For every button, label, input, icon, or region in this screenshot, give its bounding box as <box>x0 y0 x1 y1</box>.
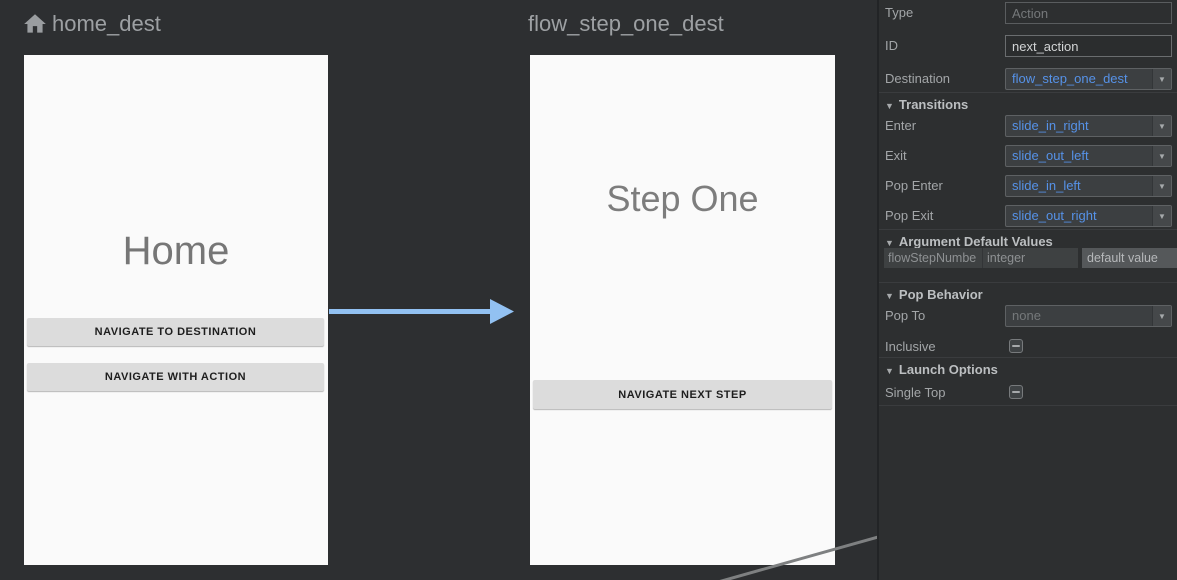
preview-heading: Step One <box>606 178 759 219</box>
pop-to-value: none <box>1012 308 1041 323</box>
collapse-triangle-icon: ▼ <box>885 291 894 301</box>
collapse-triangle-icon: ▼ <box>885 366 894 376</box>
section-header-argument-defaults[interactable]: ▼ Argument Default Values <box>879 229 1177 249</box>
section-title: Argument Default Values <box>898 234 1053 249</box>
pop-enter-label: Pop Enter <box>885 178 943 193</box>
pop-exit-dropdown[interactable]: slide_out_right ▼ <box>1005 205 1172 227</box>
chevron-down-icon: ▼ <box>1152 306 1171 326</box>
pop-enter-row: Pop Enter slide_in_left ▼ <box>879 175 1177 197</box>
preview-button-navigate-with-action: NAVIGATE WITH ACTION <box>27 363 324 391</box>
pop-to-label: Pop To <box>885 308 926 323</box>
preview-button-navigate-next-step: NAVIGATE NEXT STEP <box>533 380 832 409</box>
chevron-down-icon: ▼ <box>1152 146 1171 166</box>
action-arrow-head-icon[interactable] <box>490 299 514 324</box>
exit-label: Exit <box>885 148 907 163</box>
inclusive-checkbox[interactable] <box>1009 339 1023 353</box>
chevron-down-icon: ▼ <box>1152 69 1171 89</box>
pop-to-row: Pop To none ▼ <box>879 305 1177 327</box>
destination-title: home_dest <box>52 11 161 36</box>
inspector-panel: Type ID Destination flow_step_one_dest ▼… <box>877 0 1177 580</box>
collapse-triangle-icon: ▼ <box>885 101 894 111</box>
chevron-down-icon: ▼ <box>1152 176 1171 196</box>
section-title: Transitions <box>898 97 969 112</box>
destination-preview-home[interactable]: Home NAVIGATE TO DESTINATION NAVIGATE WI… <box>24 55 328 565</box>
section-header-launch-options[interactable]: ▼ Launch Options <box>879 357 1177 377</box>
destination-title: flow_step_one_dest <box>528 11 724 36</box>
enter-row: Enter slide_in_right ▼ <box>879 115 1177 137</box>
type-row: Type <box>879 2 1177 24</box>
pop-exit-value: slide_out_right <box>1012 208 1097 223</box>
inclusive-row: Inclusive <box>879 336 1177 358</box>
destination-row: Destination flow_step_one_dest ▼ <box>879 68 1177 90</box>
chevron-down-icon: ▼ <box>1152 206 1171 226</box>
id-label: ID <box>885 38 898 53</box>
enter-label: Enter <box>885 118 917 133</box>
collapse-triangle-icon: ▼ <box>885 238 894 248</box>
home-icon <box>22 11 48 37</box>
preview-button-navigate-to-destination: NAVIGATE TO DESTINATION <box>27 318 324 346</box>
type-input[interactable] <box>1005 2 1172 24</box>
pop-enter-dropdown[interactable]: slide_in_left ▼ <box>1005 175 1172 197</box>
pop-enter-value: slide_in_left <box>1012 178 1081 193</box>
section-title: Launch Options <box>898 362 998 377</box>
exit-row: Exit slide_out_left ▼ <box>879 145 1177 167</box>
section-title: Pop Behavior <box>898 287 983 302</box>
argument-name-cell: flowStepNumbe <box>884 248 982 268</box>
chevron-down-icon: ▼ <box>1152 116 1171 136</box>
argument-type-cell: integer <box>982 248 1078 268</box>
destination-dropdown[interactable]: flow_step_one_dest ▼ <box>1005 68 1172 90</box>
single-top-row: Single Top <box>879 382 1177 404</box>
single-top-checkbox[interactable] <box>1009 385 1023 399</box>
destination-preview-flow-step-one[interactable]: Step One NAVIGATE NEXT STEP <box>530 55 835 565</box>
destination-header-flow[interactable]: flow_step_one_dest <box>528 11 724 37</box>
destination-header-home[interactable]: home_dest <box>22 11 161 37</box>
section-header-transitions[interactable]: ▼ Transitions <box>879 92 1177 112</box>
preview-heading: Home <box>122 229 230 273</box>
argument-default-value-input[interactable]: default value <box>1082 248 1177 268</box>
exit-value: slide_out_left <box>1012 148 1089 163</box>
enter-value: slide_in_right <box>1012 118 1089 133</box>
pop-to-dropdown[interactable]: none ▼ <box>1005 305 1172 327</box>
id-input[interactable] <box>1005 35 1172 57</box>
section-header-pop-behavior[interactable]: ▼ Pop Behavior <box>879 282 1177 302</box>
exit-dropdown[interactable]: slide_out_left ▼ <box>1005 145 1172 167</box>
destination-label: Destination <box>885 71 951 86</box>
argument-row: flowStepNumbe integer default value <box>879 248 1177 268</box>
type-label: Type <box>885 5 914 20</box>
destination-value: flow_step_one_dest <box>1012 71 1128 86</box>
single-top-label: Single Top <box>885 385 946 400</box>
section-divider <box>879 405 1177 406</box>
id-row: ID <box>879 35 1177 57</box>
inclusive-label: Inclusive <box>885 339 936 354</box>
nav-editor-canvas[interactable]: home_dest flow_step_one_dest Home NAVIGA… <box>0 0 877 580</box>
enter-dropdown[interactable]: slide_in_right ▼ <box>1005 115 1172 137</box>
pop-exit-label: Pop Exit <box>885 208 934 223</box>
pop-exit-row: Pop Exit slide_out_right ▼ <box>879 205 1177 227</box>
